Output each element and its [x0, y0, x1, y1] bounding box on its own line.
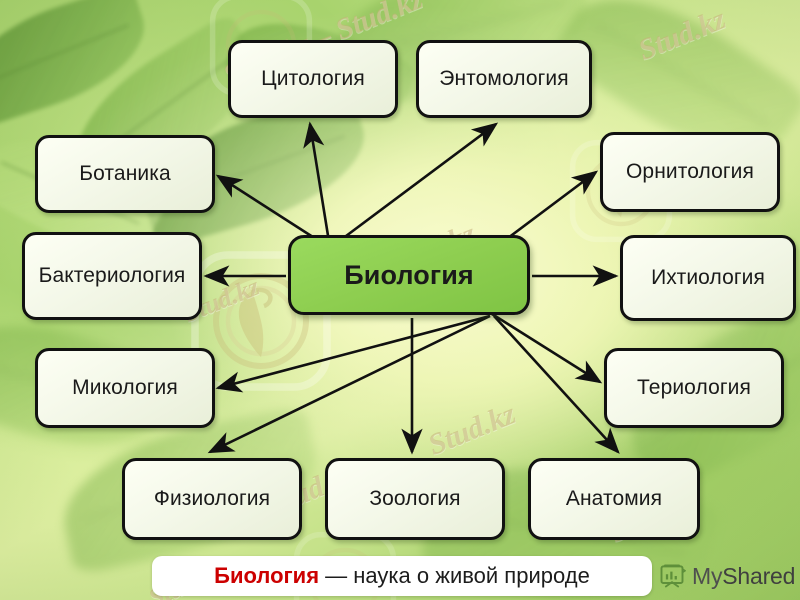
footer-caption-rest: — наука о живой природе	[319, 563, 590, 588]
myshared-brand[interactable]: MyShared	[658, 558, 795, 594]
node-botany[interactable]: Ботаника	[35, 135, 215, 213]
presentation-board-icon	[660, 564, 686, 588]
center-node-biology[interactable]: Биология	[288, 235, 530, 315]
node-label: Ихтиология	[651, 266, 765, 289]
node-label: Энтомология	[439, 67, 569, 90]
node-label: Зоология	[369, 487, 461, 510]
node-mycology[interactable]: Микология	[35, 348, 215, 428]
footer-caption-text: Биология — наука о живой природе	[214, 563, 590, 589]
node-zoology[interactable]: Зоология	[325, 458, 505, 540]
node-physiology[interactable]: Физиология	[122, 458, 302, 540]
node-entomology[interactable]: Энтомология	[416, 40, 592, 118]
node-ornithology[interactable]: Орнитология	[600, 132, 780, 212]
node-theriology[interactable]: Териология	[604, 348, 784, 428]
node-label: Физиология	[153, 487, 271, 510]
brand-name-part2: Shared	[722, 562, 796, 589]
node-anatomy[interactable]: Анатомия	[528, 458, 700, 540]
node-label: Цитология	[261, 67, 365, 90]
center-node-label: Биология	[344, 259, 474, 290]
node-label: Ботаника	[79, 162, 171, 185]
brand-name-part1: My	[692, 562, 723, 589]
footer-caption-highlight: Биология	[214, 563, 320, 588]
node-cytology[interactable]: Цитология	[228, 40, 398, 118]
node-label: Бактериология	[38, 264, 186, 287]
node-label: Териология	[637, 376, 751, 399]
myshared-brand-name: MyShared	[692, 563, 795, 590]
node-label: Анатомия	[565, 487, 663, 510]
node-ichthyology[interactable]: Ихтиология	[620, 235, 796, 321]
footer-caption-bar: Биология — наука о живой природе	[152, 556, 652, 596]
node-label: Орнитология	[626, 160, 754, 183]
node-label: Микология	[72, 376, 178, 399]
node-bacteriology[interactable]: Бактериология	[22, 232, 202, 320]
